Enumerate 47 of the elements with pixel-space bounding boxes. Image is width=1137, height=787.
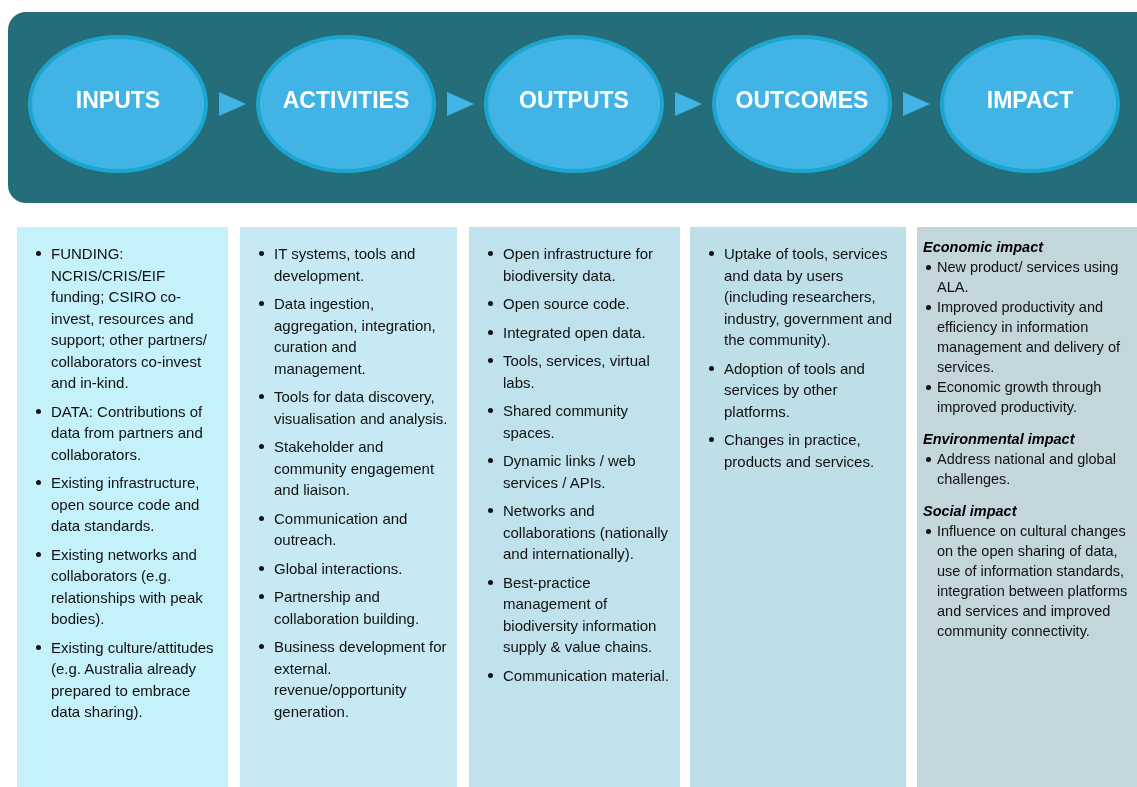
bullet-text: Tools, services, virtual labs. xyxy=(503,351,651,393)
bullet-text: Data ingestion, aggregation, integration, curation and management. xyxy=(274,294,437,379)
stage-title: OUTCOMES xyxy=(735,85,869,115)
bullet-text: DATA: Contributions of data from partners and collaborators. xyxy=(51,401,204,465)
stage-title: IMPACT xyxy=(986,85,1074,115)
bullet-text: Existing networks and collaborators (e.g. relationships with peak bodies). xyxy=(51,544,204,629)
bullet-text: Tools for data discovery, visualisation and analysis. xyxy=(274,387,449,429)
bullet-text: Best-practice management of biodiversity information supply & value chains. xyxy=(503,572,658,657)
bullet-text: Business development for external. revenue/opportunity generation. xyxy=(274,637,448,722)
bullet-text: Integrated open data. xyxy=(503,322,646,343)
bullet-text: Influence on cultural changes on the open sharing of data, use of information standards, integration between platforms and services and improved community connectivity. xyxy=(937,522,1129,641)
bullet-text: Dynamic links / web services / APIs. xyxy=(503,451,637,493)
bullet-text: Partnership and collaboration building. xyxy=(274,587,421,629)
bullet-text: IT systems, tools and development. xyxy=(274,244,417,286)
section-heading: Economic impact xyxy=(923,238,1045,257)
bullet-text: Shared community spaces. xyxy=(503,401,630,443)
bullet-text: Stakeholder and community engagement and liaison. xyxy=(274,437,436,500)
bullet-text: Uptake of tools, services and data by users (including researchers, industry, government and the community). xyxy=(724,244,894,350)
column-panel xyxy=(469,227,680,787)
stage-title: OUTPUTS xyxy=(519,85,629,115)
column-panel xyxy=(690,227,906,787)
bullet-text: Open infrastructure for biodiversity data. xyxy=(503,244,655,286)
bullet-text: Communication and outreach. xyxy=(274,508,409,550)
section-heading: Environmental impact xyxy=(923,430,1076,449)
column-panel xyxy=(17,227,228,787)
column-panel xyxy=(240,227,457,787)
column-panel xyxy=(917,227,1137,787)
bullet-text: New product/ services using ALA. xyxy=(937,258,1120,297)
stage-title: INPUTS xyxy=(75,85,161,115)
bullet-text: Global interactions. xyxy=(274,558,403,579)
bullet-text: Address national and global challenges. xyxy=(937,450,1117,489)
section-heading: Social impact xyxy=(923,502,1018,521)
bullet-text: Existing infrastructure, open source code and data standards. xyxy=(51,473,201,536)
bullet-text: FUNDING: NCRIS/CRIS/EIF funding; CSIRO co-invest, resources and support; other partners/ collaborators co-invest and in-kind. xyxy=(51,244,208,393)
stage-title: ACTIVITIES xyxy=(282,85,410,115)
bullet-text: Adoption of tools and services by other platforms. xyxy=(724,358,866,422)
arrow xyxy=(447,92,474,116)
bullet-text: Economic growth through improved productivity. xyxy=(937,378,1103,417)
arrow xyxy=(219,92,246,116)
bullet-text: Communication material. xyxy=(503,665,669,686)
bullet-text: Changes in practice, products and services. xyxy=(724,430,876,472)
bullet-text: Networks and collaborations (nationally and internationally). xyxy=(503,501,670,564)
bullet-text: Improved productivity and efficiency in information management and delivery of services. xyxy=(937,298,1121,377)
bullet-text: Existing culture/attitudes (e.g. Australia already prepared to embrace data sharing). xyxy=(51,637,215,722)
arrow xyxy=(903,92,930,116)
arrow xyxy=(675,92,702,116)
bullet-text: Open source code. xyxy=(503,294,630,314)
